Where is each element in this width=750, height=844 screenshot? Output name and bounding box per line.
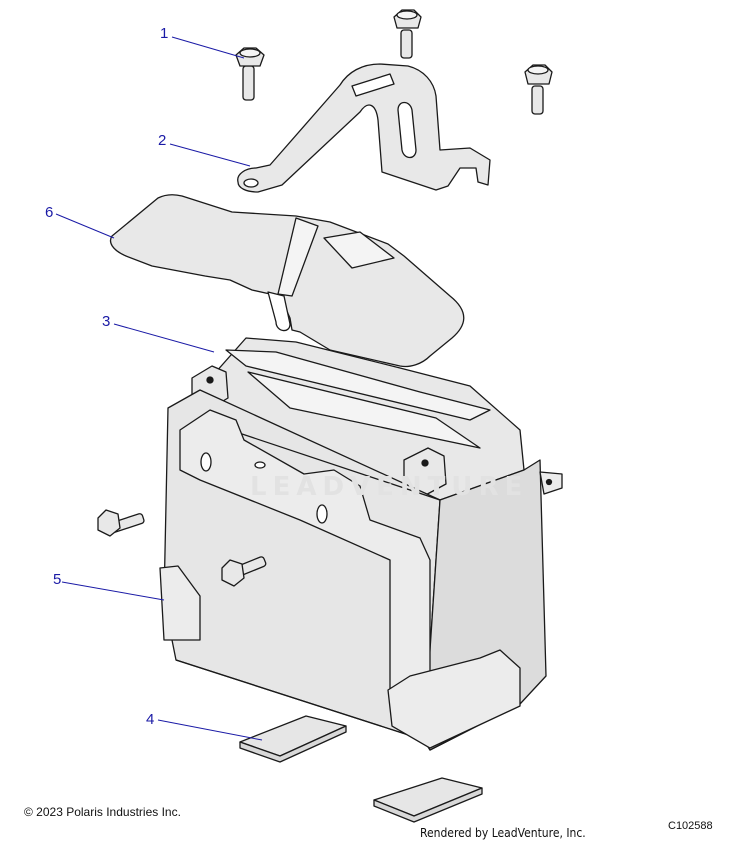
callout-3[interactable]: 3 bbox=[102, 313, 111, 330]
callout-5[interactable]: 5 bbox=[53, 571, 62, 588]
hold-down-bracket bbox=[237, 63, 491, 193]
bolt-top-icon bbox=[393, 9, 422, 59]
bolt-right-icon bbox=[524, 64, 553, 115]
diagram-code: C102588 bbox=[668, 820, 713, 832]
watermark-text: LEADVENTURE bbox=[250, 472, 529, 502]
battery-box bbox=[159, 409, 563, 749]
callout-6[interactable]: 6 bbox=[45, 204, 54, 221]
callout-leaders bbox=[55, 36, 263, 741]
battery-top-pad bbox=[109, 194, 465, 368]
callout-2[interactable]: 2 bbox=[158, 132, 167, 149]
bolt-left-icon bbox=[97, 509, 145, 537]
callout-1[interactable]: 1 bbox=[160, 25, 169, 42]
bolt-center-icon bbox=[221, 556, 267, 587]
rendered-by-text: Rendered by LeadVenture, Inc. bbox=[420, 826, 586, 840]
copyright-text: © 2023 Polaris Industries Inc. bbox=[24, 805, 181, 819]
callout-4[interactable]: 4 bbox=[146, 711, 155, 728]
pad-lower bbox=[373, 777, 483, 823]
pad-upper bbox=[239, 715, 347, 763]
bolt-1-icon bbox=[235, 47, 265, 101]
